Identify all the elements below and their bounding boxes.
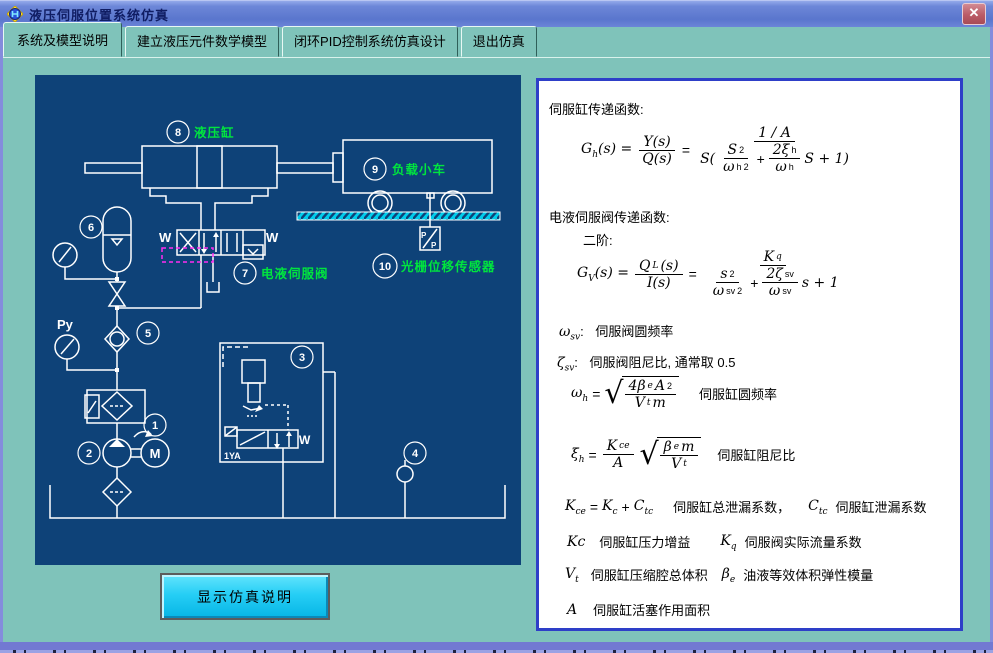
servo-valve — [161, 229, 266, 308]
servo-valve-label: 电液伺服阀 — [261, 266, 329, 281]
motor — [140, 438, 170, 468]
spring-unloader: W — [299, 433, 311, 447]
pump — [102, 430, 153, 478]
tab-strip: 系统及模型说明 建立液压元件数学模型 闭环PID控制系统仿真设计 退出仿真 — [0, 22, 993, 57]
hydraulic-cylinder — [84, 145, 334, 230]
window-title: 液压伺服位置系统仿真 — [29, 7, 170, 23]
formula-a: A 伺服缸活塞作用面积 — [567, 601, 711, 619]
label-num-9: 9 — [372, 164, 378, 176]
cart-label: 负载小车 — [392, 162, 446, 177]
section1-title: 伺服缸传递函数: — [549, 102, 644, 117]
label-num-1: 1 — [152, 420, 158, 432]
label-num-8: 8 — [175, 127, 181, 139]
hydraulic-diagram-panel: 8 9 10 7 6 5 3 1 2 4 M 液压缸 负载小车 光栅位移传感器 … — [35, 75, 521, 565]
label-num-3: 3 — [299, 352, 305, 364]
unloading-valve-group — [219, 342, 336, 518]
sensor-p-upper: P — [421, 231, 427, 240]
label-num-2: 2 — [86, 448, 92, 460]
displacement-sensor — [419, 192, 441, 251]
taskbar-sliver — [0, 650, 993, 653]
tab-build-math-model[interactable]: 建立液压元件数学模型 — [125, 26, 280, 57]
label-num-7: 7 — [242, 268, 248, 280]
hydraulic-circuit-svg: 8 9 10 7 6 5 3 1 2 4 M 液压缸 负载小车 光栅位移传感器 … — [49, 120, 506, 519]
titlebar: 液压伺服位置系统仿真 ✕ — [0, 0, 993, 27]
pilot-line-box — [161, 247, 214, 263]
tank-gauge — [396, 460, 414, 518]
formula-kce: Kce = Kc + Ctc 伺服缸总泄漏系数， Ctc 伺服缸泄漏系数 — [565, 498, 927, 517]
spring-right: W — [266, 230, 279, 245]
note-wsv: ωsv: 伺服阀圆频率 — [559, 324, 674, 343]
note-zsv: ζsv: 伺服阀阻尼比, 通常取 0.5 — [557, 355, 736, 374]
formula-vt: Vt 伺服缸压缩腔总体积 βe 油液等效体积弹性模量 — [565, 566, 874, 585]
accumulator-gauge — [52, 242, 119, 281]
relief-filter-unit — [84, 389, 146, 439]
section2-subtitle: 二阶: — [583, 233, 613, 248]
load-cart — [332, 139, 493, 216]
label-num-5: 5 — [145, 328, 151, 340]
py-label: Py — [57, 317, 74, 332]
app-icon — [7, 6, 23, 22]
label-circles — [77, 120, 427, 465]
guide-rail — [296, 211, 501, 221]
formula-kc: Kc 伺服缸压力增益 Kq 伺服阀实际流量系数 — [567, 533, 862, 552]
label-num-4: 4 — [412, 448, 419, 460]
motor-letter: M — [150, 446, 161, 461]
solenoid-label: 1YA — [224, 451, 241, 461]
check-valve — [103, 324, 131, 390]
close-button[interactable]: ✕ — [962, 3, 986, 25]
shutoff-valve — [107, 281, 201, 326]
suction-filter — [101, 476, 133, 518]
window-frame-bottom — [0, 642, 993, 650]
oil-tank — [49, 485, 506, 519]
accumulator — [102, 206, 132, 282]
cylinder-label: 液压缸 — [194, 125, 235, 140]
show-description-button[interactable]: 显示仿真说明 — [160, 573, 330, 620]
tab-system-model[interactable]: 系统及模型说明 — [3, 22, 123, 57]
content-top-divider — [0, 57, 993, 58]
sensor-p-lower: P — [431, 241, 437, 250]
window-frame-left — [0, 27, 3, 650]
label-num-6: 6 — [88, 222, 94, 234]
window-frame-right — [990, 27, 993, 650]
tab-pid-design[interactable]: 闭环PID控制系统仿真设计 — [282, 26, 458, 57]
label-num-10: 10 — [379, 261, 391, 273]
section2-title: 电液伺服阀传递函数: — [549, 210, 670, 225]
spring-left: W — [159, 230, 172, 245]
py-gauge — [54, 334, 119, 372]
sensor-label: 光栅位移传感器 — [400, 259, 496, 274]
tab-exit[interactable]: 退出仿真 — [460, 26, 537, 57]
